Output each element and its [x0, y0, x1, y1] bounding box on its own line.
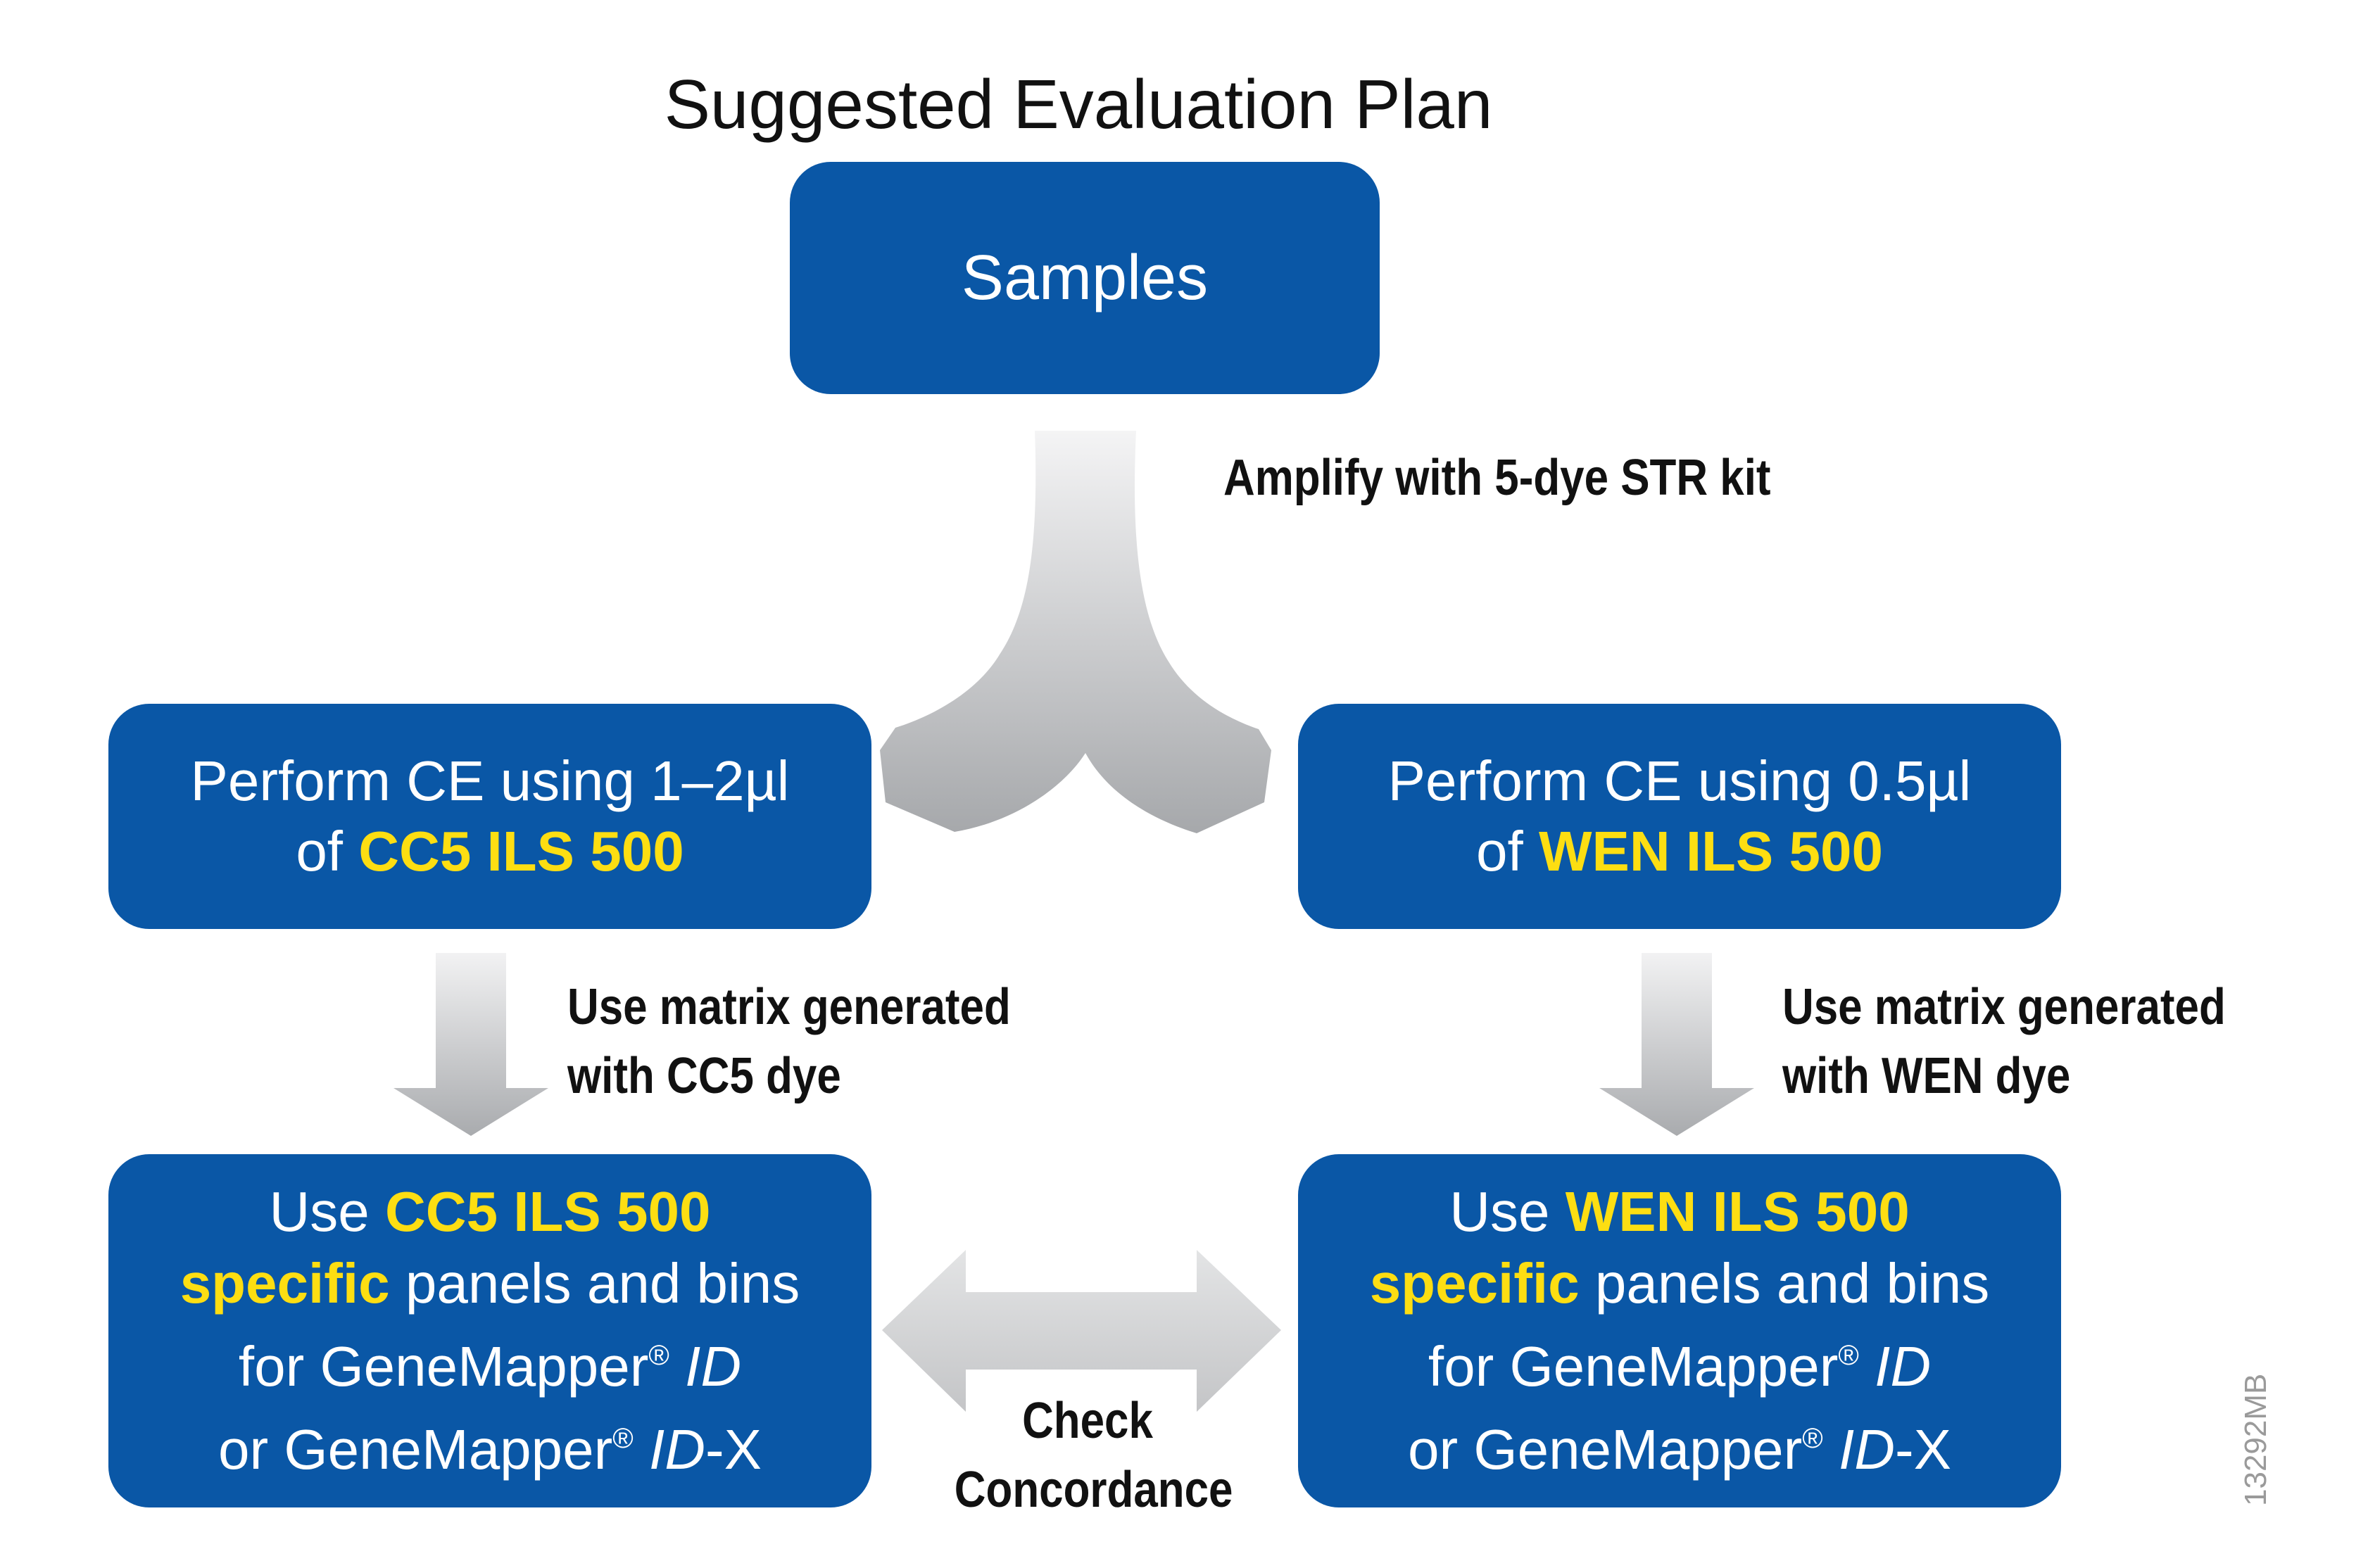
registered-mark: ®	[612, 1423, 634, 1454]
use-left-for-gm: for GeneMapper	[238, 1335, 649, 1398]
use-right-idx-id: ID	[1839, 1418, 1896, 1481]
use-left-id: ID	[685, 1335, 742, 1398]
use-left-line4: or GeneMapper® ID-X	[218, 1403, 762, 1486]
down-arrow-right-icon	[1599, 953, 1754, 1136]
samples-label: Samples	[961, 242, 1209, 313]
amplify-label: Amplify with 5-dye STR kit	[1223, 443, 1771, 512]
matrix-right-line1: Use matrix generated	[1782, 979, 2226, 1035]
use-left-line1: Use CC5 ILS 500	[270, 1176, 711, 1248]
use-right-word: Use	[1449, 1180, 1550, 1243]
check-line1: Check	[1022, 1393, 1153, 1449]
matrix-right-line2: with WEN dye	[1782, 1048, 2071, 1104]
matrix-note-right: Use matrix generated with WEN dye	[1782, 973, 2226, 1111]
check-concordance-label: Check Concordance	[954, 1386, 1233, 1524]
use-right-line2: specific panels and bins	[1370, 1248, 1990, 1320]
registered-mark: ®	[648, 1340, 669, 1371]
use-left-line3: for GeneMapper® ID	[239, 1320, 741, 1403]
matrix-left-line2: with CC5 dye	[567, 1048, 841, 1104]
check-line2: Concordance	[954, 1462, 1233, 1518]
figure-code: 13292MB	[2238, 1373, 2273, 1506]
ce-box-left: Perform CE using 1–2µl of CC5 ILS 500	[108, 704, 871, 929]
diagram-title: Suggested Evaluation Plan	[664, 65, 1493, 143]
ce-right-highlight: WEN ILS 500	[1538, 820, 1883, 883]
use-right-for-gm: for GeneMapper	[1428, 1335, 1839, 1398]
registered-mark: ®	[1838, 1340, 1859, 1371]
use-left-highlight1: CC5 ILS 500	[385, 1180, 711, 1243]
matrix-left-line1: Use matrix generated	[567, 979, 1011, 1035]
use-right-panels: panels and bins	[1594, 1252, 1990, 1315]
use-right-line1: Use WEN ILS 500	[1449, 1176, 1910, 1248]
use-left-idx-suffix: -X	[705, 1418, 762, 1481]
samples-box: Samples	[790, 162, 1380, 394]
split-arrow-icon	[880, 431, 1271, 833]
down-arrow-left-icon	[393, 953, 548, 1136]
ce-left-highlight: CC5 ILS 500	[358, 820, 684, 883]
use-left-highlight2: specific	[180, 1252, 390, 1315]
use-left-panels: panels and bins	[405, 1252, 800, 1315]
use-box-right: Use WEN ILS 500 specific panels and bins…	[1298, 1154, 2061, 1507]
ce-right-line2: of WEN ILS 500	[1476, 816, 1883, 887]
ce-right-of: of	[1476, 820, 1523, 883]
use-left-idx-id: ID	[649, 1418, 706, 1481]
use-left-word: Use	[269, 1180, 370, 1243]
matrix-note-left: Use matrix generated with CC5 dye	[567, 973, 1011, 1111]
use-left-or-gm: or GeneMapper	[218, 1418, 613, 1481]
use-right-line4: or GeneMapper® ID-X	[1408, 1403, 1951, 1486]
use-box-left: Use CC5 ILS 500 specific panels and bins…	[108, 1154, 871, 1507]
use-left-line2: specific panels and bins	[180, 1248, 800, 1320]
registered-mark: ®	[1802, 1423, 1823, 1454]
ce-left-line1: Perform CE using 1–2µl	[190, 750, 790, 812]
ce-right-line1: Perform CE using 0.5µl	[1387, 750, 1972, 812]
double-arrow-icon	[882, 1250, 1281, 1412]
amplify-text: Amplify with 5-dye STR kit	[1223, 450, 1771, 506]
use-right-or-gm: or GeneMapper	[1407, 1418, 1803, 1481]
use-right-highlight1: WEN ILS 500	[1565, 1180, 1910, 1243]
use-right-highlight2: specific	[1369, 1252, 1580, 1315]
use-right-idx-suffix: -X	[1895, 1418, 1952, 1481]
ce-left-of: of	[296, 820, 344, 883]
ce-box-right: Perform CE using 0.5µl of WEN ILS 500	[1298, 704, 2061, 929]
ce-left-line2: of CC5 ILS 500	[296, 816, 684, 887]
use-right-id: ID	[1875, 1335, 1932, 1398]
use-right-line3: for GeneMapper® ID	[1428, 1320, 1931, 1403]
